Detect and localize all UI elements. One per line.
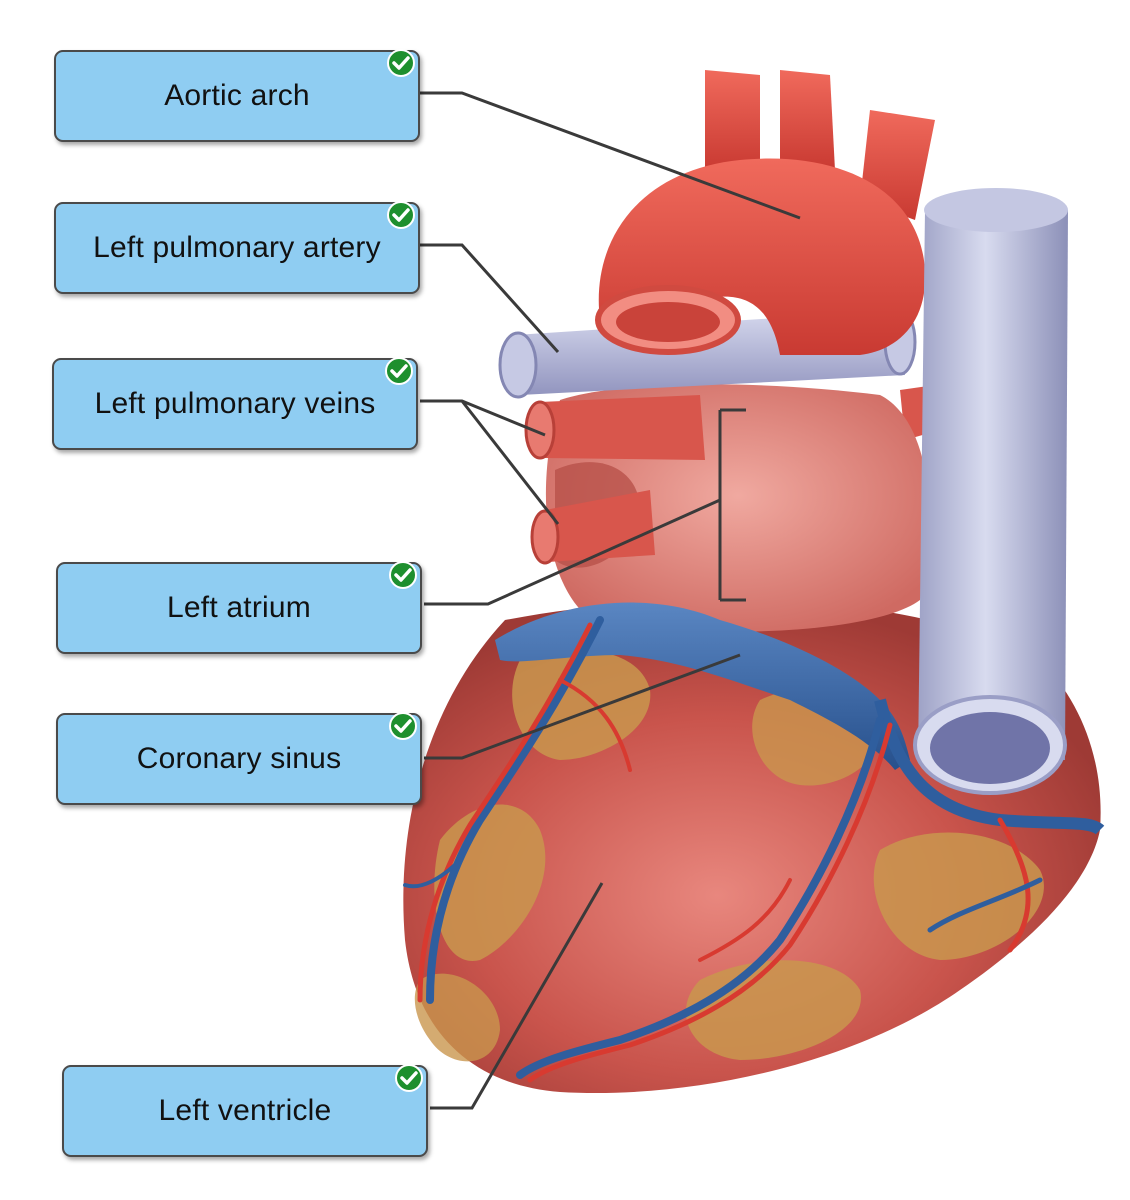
label-text: Coronary sinus — [136, 742, 342, 775]
label-text: Aortic arch — [164, 79, 310, 112]
left-atrium-bracket — [718, 408, 746, 602]
checkmark-icon — [387, 49, 415, 77]
leader-line-left-pulmonary-artery — [420, 243, 560, 354]
label-text: Left pulmonary artery — [93, 231, 381, 264]
label-left-ventricle[interactable]: Left ventricle — [62, 1064, 428, 1157]
checkmark-icon — [385, 357, 413, 385]
label-left-pulmonary-artery[interactable]: Left pulmonary artery — [54, 201, 420, 294]
left-pulmonary-veins-shape — [524, 395, 705, 565]
label-coronary-sinus[interactable]: Coronary sinus — [56, 712, 422, 805]
label-left-atrium[interactable]: Left atrium — [56, 561, 422, 654]
checkmark-icon — [395, 1064, 423, 1092]
aortic-arch-shape — [595, 70, 935, 355]
leader-line-coronary-sinus — [424, 653, 741, 760]
checkmark-icon — [389, 561, 417, 589]
leader-line-left-pulmonary-veins-lower — [460, 400, 560, 525]
coronary-sinus-shape — [495, 602, 1105, 835]
leader-line-aortic-arch — [420, 91, 801, 220]
leader-line-left-atrium — [424, 498, 721, 606]
leader-lines — [420, 91, 801, 1110]
label-text: Left pulmonary veins — [94, 387, 376, 420]
label-aortic-arch[interactable]: Aortic arch — [54, 49, 420, 142]
checkmark-icon — [387, 201, 415, 229]
label-text: Left ventricle — [158, 1094, 332, 1127]
leader-line-left-ventricle — [430, 882, 604, 1110]
label-left-pulmonary-veins[interactable]: Left pulmonary veins — [52, 357, 418, 450]
checkmark-icon — [389, 712, 417, 740]
vena-cava-shape — [913, 188, 1068, 795]
label-text: Left atrium — [167, 591, 311, 624]
coronary-vessels — [403, 616, 1043, 1083]
